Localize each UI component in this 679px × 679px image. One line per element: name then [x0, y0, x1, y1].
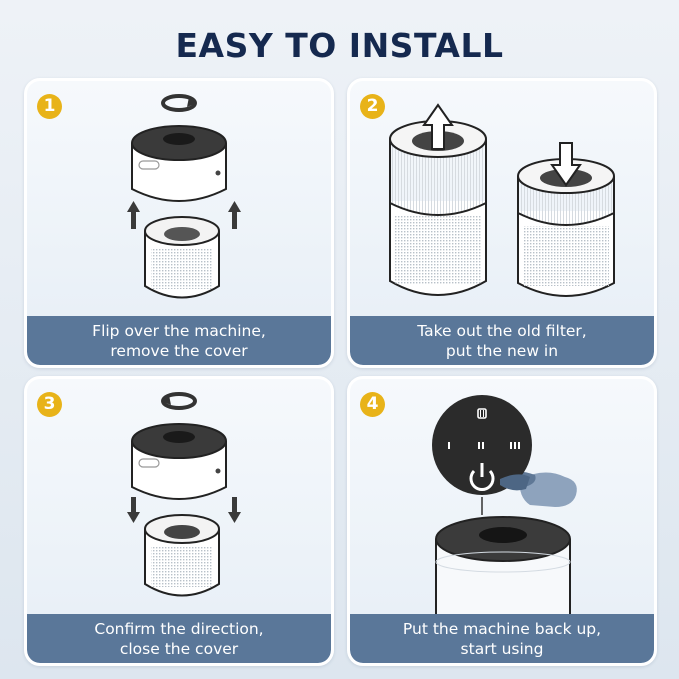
- step-4-caption: Put the machine back up, start using: [350, 614, 654, 663]
- step-1-panel: 1 Flip over the machine, remove the cove…: [24, 78, 334, 368]
- step-4-panel: 4 Put the machine back up, start using: [347, 376, 657, 666]
- down-arrow-left-icon: [127, 497, 140, 523]
- step-1-caption-line1: Flip over the machine,: [92, 322, 266, 340]
- new-filter-icon: [517, 158, 615, 297]
- page-title: EASY TO INSTALL: [175, 26, 504, 65]
- up-arrow-left-icon: [127, 201, 140, 229]
- step-1-illustration: [127, 94, 241, 299]
- step-2-panel: 2 Take out the old filter, put the new i…: [347, 78, 657, 368]
- rotate-arrow-icon: [161, 94, 197, 112]
- step-4-caption-line2: start using: [460, 640, 544, 658]
- down-arrow-icon: [550, 142, 582, 187]
- filter-reset-icon: [477, 408, 487, 419]
- control-panel-closeup: [432, 395, 532, 495]
- purifier-body-icon: [131, 423, 227, 500]
- step-4-illustration: [432, 395, 577, 615]
- step-3-illustration: [127, 392, 241, 597]
- down-arrow-right-icon: [228, 497, 241, 523]
- purifier-body-icon: [131, 125, 227, 202]
- speed-1-icon: [448, 442, 450, 449]
- step-3-caption-line1: Confirm the direction,: [94, 620, 264, 638]
- up-arrow-right-icon: [228, 201, 241, 229]
- step-2-caption-line2: put the new in: [445, 342, 559, 360]
- step-2-caption: Take out the old filter, put the new in: [350, 316, 654, 365]
- step-4-badge: 4: [360, 392, 385, 417]
- finger-icon: [500, 474, 530, 491]
- rotate-arrow-icon: [161, 392, 197, 410]
- step-3-caption: Confirm the direction, close the cover: [27, 614, 331, 663]
- step-4-caption-line1: Put the machine back up,: [402, 620, 602, 638]
- step-1-caption-line2: remove the cover: [110, 342, 248, 360]
- step-2-badge: 2: [360, 94, 385, 119]
- power-icon: [469, 463, 495, 491]
- step-3-caption-line2: close the cover: [119, 640, 239, 658]
- filter-base-icon: [144, 514, 220, 597]
- step-2-caption-line1: Take out the old filter,: [417, 322, 587, 340]
- step-3-badge: 3: [37, 392, 62, 417]
- speed-3-icon: [510, 442, 520, 449]
- up-arrow-icon: [422, 103, 454, 150]
- step-1-badge: 1: [37, 94, 62, 119]
- purifier-upright-icon: [435, 516, 571, 615]
- step-1-caption: Flip over the machine, remove the cover: [27, 316, 331, 365]
- step-2-illustration: [389, 103, 615, 297]
- filter-base-icon: [144, 216, 220, 299]
- step-3-panel: 3 Confirm the direction, close the cover: [24, 376, 334, 666]
- speed-2-icon: [478, 442, 484, 449]
